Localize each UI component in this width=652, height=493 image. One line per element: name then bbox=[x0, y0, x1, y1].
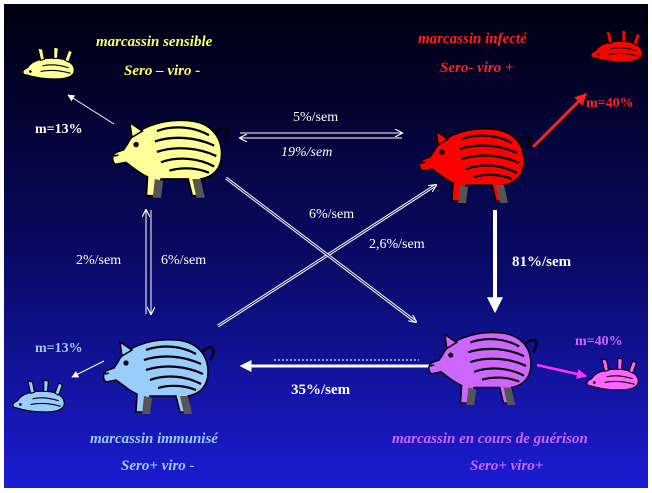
dead-boar-icon-immune bbox=[13, 380, 64, 412]
node-status-sensible: Sero – viro - bbox=[124, 63, 200, 80]
arrow-sensible-mortality bbox=[68, 95, 114, 124]
boar-icon-infected bbox=[420, 129, 530, 203]
rate-infected-to-sensible: 19%/sem bbox=[281, 145, 332, 161]
node-title-sensible: marcassin sensible bbox=[96, 34, 212, 51]
mortality-sensible: m=13% bbox=[35, 122, 83, 138]
node-title-infected: marcassin infecté bbox=[418, 31, 527, 48]
boar-icon-recovering bbox=[429, 332, 537, 405]
boar-icon-immune bbox=[104, 340, 214, 414]
rate-sensible-to-infected: 5%/sem bbox=[293, 110, 338, 126]
node-status-recovering: Sero+ viro+ bbox=[470, 458, 543, 475]
boar-icon-sensible bbox=[113, 120, 228, 197]
dead-boar-icon-sensible bbox=[23, 47, 74, 79]
mortality-infected: m=40% bbox=[586, 96, 634, 112]
node-title-immune: marcassin immunisé bbox=[90, 431, 218, 448]
rate-recovering-to-immune: 35%/sem bbox=[291, 382, 350, 399]
rate-immune-to-sensible: 2%/sem bbox=[76, 253, 121, 269]
rate-immune-to-infected: 6%/sem bbox=[309, 207, 354, 223]
slide: marcassin sensible Sero – viro - marcass… bbox=[4, 4, 648, 488]
rate-sensible-to-recovering: 2,6%/sem bbox=[369, 237, 425, 253]
transition-diagram bbox=[4, 4, 648, 488]
arrow-immune-mortality bbox=[72, 361, 104, 377]
node-title-recovering: marcassin en cours de guérison bbox=[392, 431, 588, 448]
mortality-immune: m=13% bbox=[35, 341, 83, 357]
arrow-infected-mortality bbox=[533, 94, 586, 147]
rate-infected-to-recovering: 81%/sem bbox=[512, 254, 571, 271]
node-status-infected: Sero- viro + bbox=[440, 60, 514, 77]
dead-boar-icon-infected bbox=[591, 30, 642, 62]
arrow-recovering-mortality bbox=[537, 365, 586, 376]
rate-sensible-to-immune: 6%/sem bbox=[161, 253, 206, 269]
dead-boar-icon-recovering bbox=[587, 358, 638, 390]
node-status-immune: Sero+ viro - bbox=[121, 458, 195, 475]
mortality-recovering: m=40% bbox=[575, 334, 623, 350]
